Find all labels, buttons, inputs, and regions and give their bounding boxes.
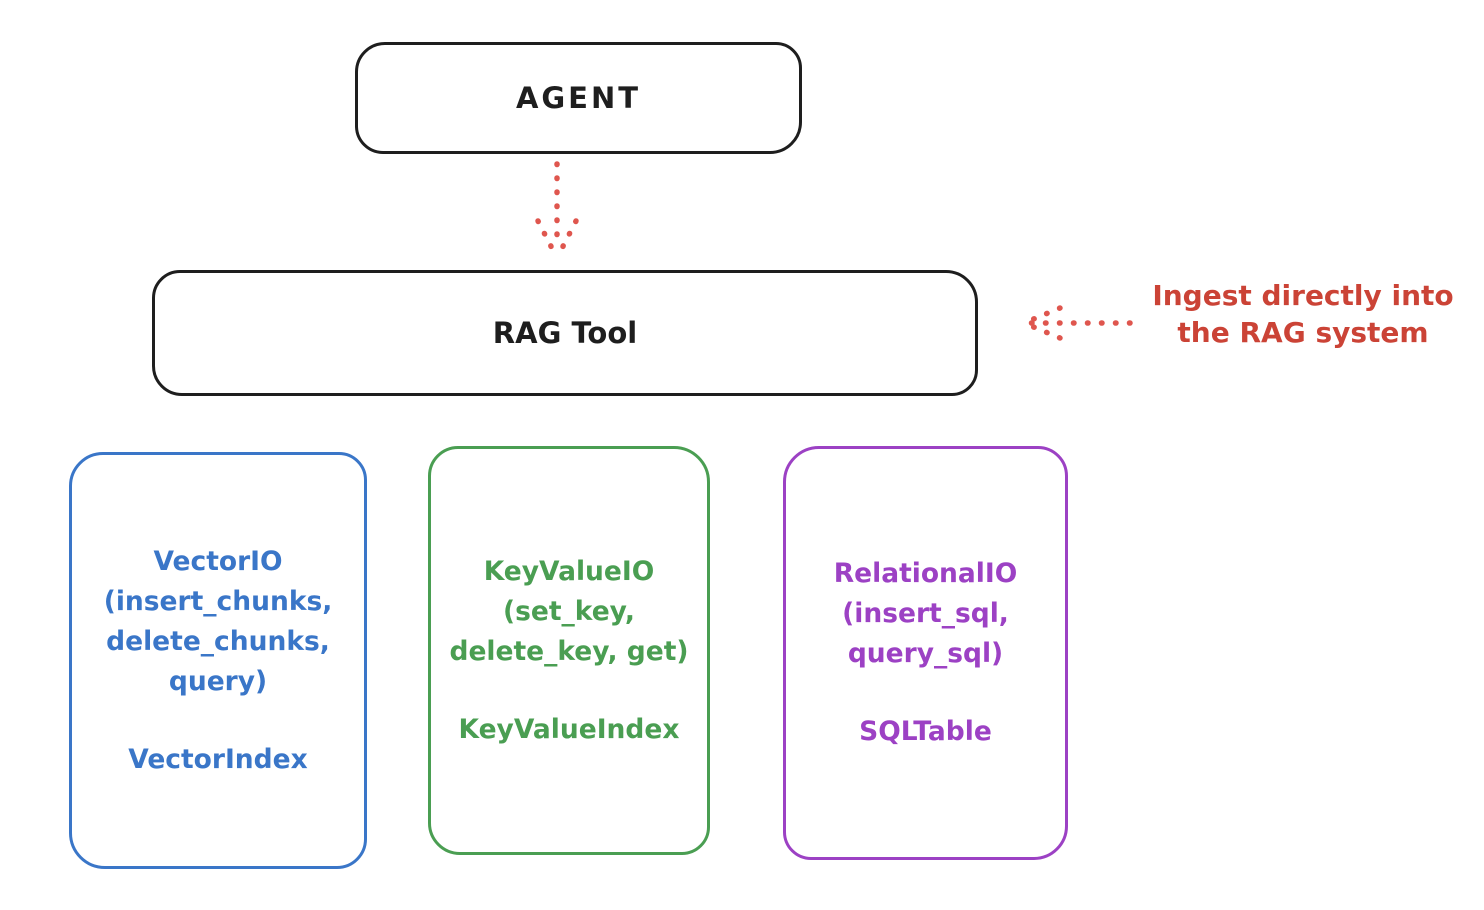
vector-io-box: VectorIO (insert_chunks, delete_chunks, … bbox=[69, 452, 367, 869]
vector-io-line: VectorIO bbox=[153, 545, 283, 577]
relational-io-line: (insert_sql, bbox=[842, 598, 1009, 629]
annotation-text: Ingest directly into the RAG system bbox=[1128, 277, 1478, 351]
vector-io-line: (insert_chunks, bbox=[103, 585, 333, 617]
arrow-left-icon bbox=[1021, 305, 1133, 341]
relational-io-box: RelationalIO (insert_sql, query_sql) SQL… bbox=[783, 446, 1068, 860]
vector-io-line: query) bbox=[168, 665, 268, 697]
vector-io-line: delete_chunks, bbox=[106, 625, 330, 657]
relational-io-line: query_sql) bbox=[847, 638, 1004, 669]
agent-label: AGENT bbox=[515, 81, 642, 115]
keyvalue-index-label: KeyValueIndex bbox=[458, 713, 680, 745]
agent-node: AGENT bbox=[355, 42, 802, 154]
annotation-line2: the RAG system bbox=[1177, 316, 1429, 349]
rag-tool-node: RAG Tool bbox=[152, 270, 978, 396]
keyvalue-io-line: (set_key, bbox=[503, 595, 635, 627]
vector-index-label: VectorIndex bbox=[128, 743, 308, 775]
annotation-line1: Ingest directly into bbox=[1152, 279, 1454, 312]
keyvalue-io-line: KeyValueIO bbox=[483, 555, 655, 587]
relational-io-line: RelationalIO bbox=[833, 558, 1018, 589]
rag-tool-label: RAG Tool bbox=[492, 316, 638, 350]
arrow-down-icon bbox=[535, 161, 579, 261]
keyvalue-io-box: KeyValueIO (set_key, delete_key, get) Ke… bbox=[428, 446, 710, 855]
sql-table-label: SQLTable bbox=[859, 716, 992, 747]
keyvalue-io-line: delete_key, get) bbox=[449, 635, 689, 667]
